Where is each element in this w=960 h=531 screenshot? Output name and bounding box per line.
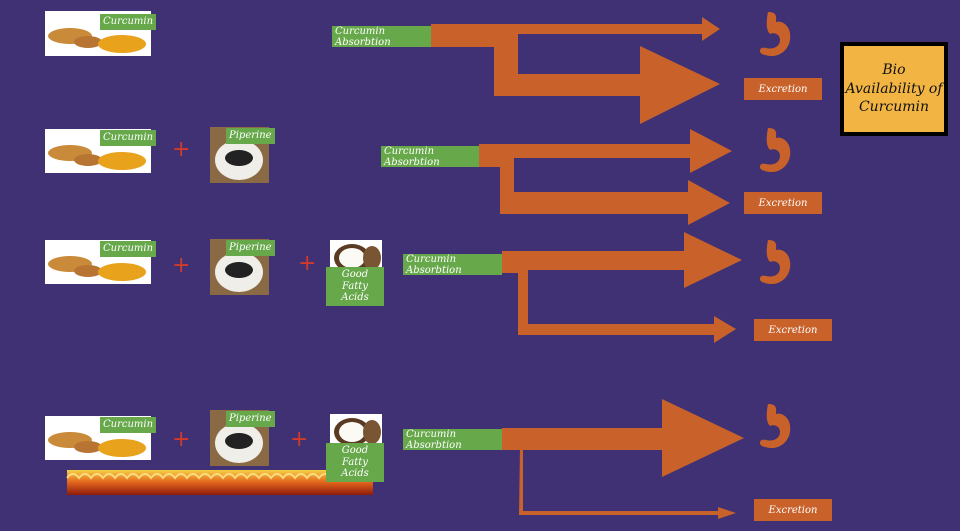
title-box: Bio Availability of Curcumin (840, 42, 948, 136)
stomach-icon (759, 12, 791, 57)
row1-excretion-arrow (431, 24, 720, 124)
row2-absorption-arrow (479, 129, 732, 173)
row-3-arrows (502, 232, 742, 343)
row-4-arrows (502, 399, 744, 519)
mortar-images (210, 127, 269, 466)
stomach-icons (759, 12, 791, 449)
stomach-icon (759, 240, 791, 285)
row-2-arrows (479, 129, 732, 225)
piperine-label: Piperine (226, 240, 275, 256)
row2-excretion-arrow (479, 144, 730, 225)
absorption-label: Curcumin Absorbtion (403, 254, 502, 276)
plus-sign: + (172, 253, 191, 278)
plus-sign: + (172, 427, 191, 452)
plus-sign: + (298, 251, 317, 276)
curcumin-label: Curcumin (100, 14, 157, 30)
stomach-icon (759, 128, 791, 173)
piperine-label: Piperine (226, 411, 275, 427)
row-1-arrows (431, 17, 720, 124)
coconut-images (330, 240, 382, 464)
plus-sign: + (172, 137, 191, 162)
row3-excretion-arrow (502, 258, 736, 343)
absorption-label: Curcumin Absorbtion (381, 146, 479, 168)
excretion-label: Excretion (754, 499, 832, 521)
turmeric-image (45, 11, 151, 56)
row1-absorption-arrow (431, 17, 720, 41)
excretion-label: Excretion (754, 319, 832, 341)
curcumin-label: Curcumin (100, 130, 157, 146)
turmeric-image (45, 240, 151, 284)
fire-image (66, 470, 373, 495)
piperine-label: Piperine (226, 128, 275, 144)
fatty-acids-label: Good Fatty Acids (326, 443, 384, 482)
diagram-title: Bio Availability of Curcumin (845, 61, 943, 116)
absorption-label: Curcumin Absorbtion (403, 429, 502, 451)
excretion-label: Excretion (744, 78, 822, 100)
excretion-label: Excretion (744, 192, 822, 214)
stomach-icon (759, 404, 791, 449)
fatty-acids-label: Good Fatty Acids (326, 267, 384, 306)
absorption-label: Curcumin Absorbtion (332, 26, 431, 48)
curcumin-label: Curcumin (100, 241, 157, 257)
plus-sign: + (290, 427, 309, 452)
row4-excretion-arrow (519, 448, 736, 519)
turmeric-image (45, 416, 151, 460)
turmeric-images (45, 11, 151, 460)
curcumin-label: Curcumin (100, 417, 157, 433)
row4-absorption-arrow (502, 399, 744, 477)
turmeric-image (45, 129, 151, 173)
row3-absorption-arrow (502, 232, 742, 288)
coconut-image (330, 414, 382, 464)
